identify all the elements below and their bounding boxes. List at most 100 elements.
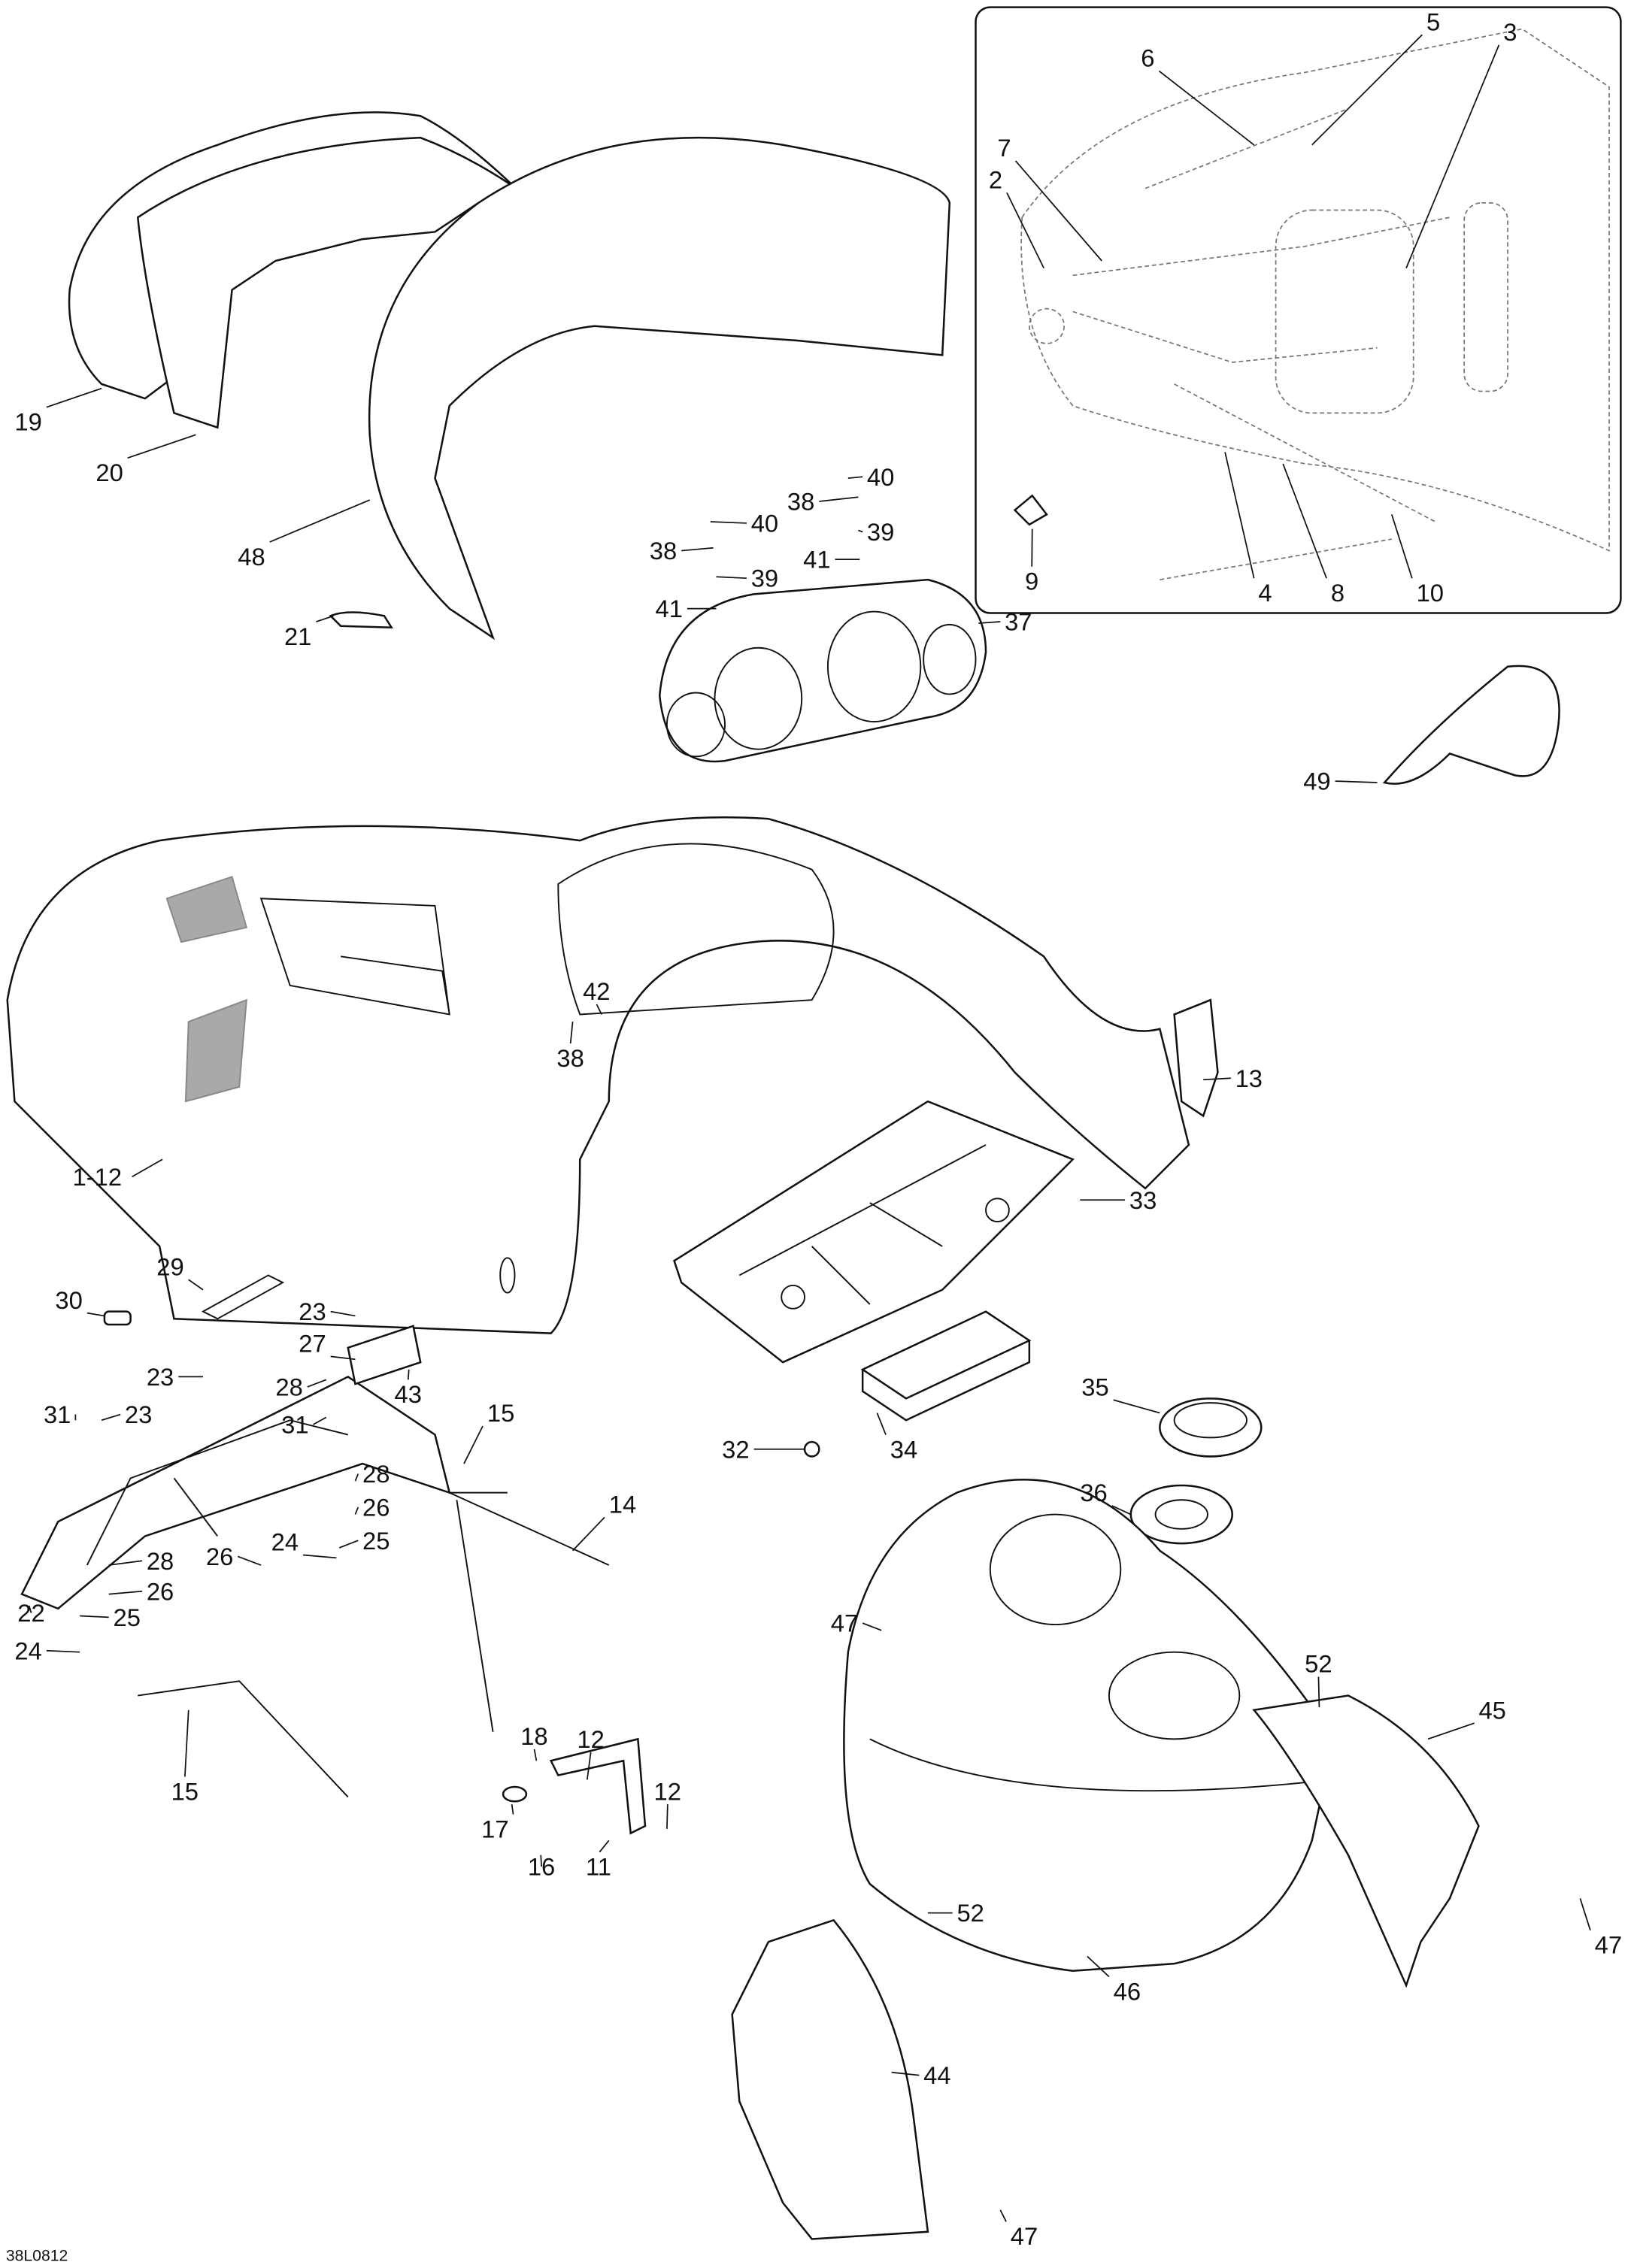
leader-line-34 [876,1413,887,1435]
bracket-43 [347,1325,422,1385]
callout-28: 28 [362,1460,390,1488]
leader-line-12 [587,1752,592,1780]
o-ring-17 [502,1785,528,1803]
leader-line-21 [316,615,334,622]
leader-line-52 [1317,1676,1320,1707]
sleeve-30 [103,1310,132,1326]
leader-line-22 [28,1605,32,1613]
callout-19: 19 [14,408,41,436]
callout-15: 15 [171,1777,199,1805]
callout-7: 7 [997,134,1011,162]
leader-line-18 [533,1749,538,1761]
callout-48: 48 [238,543,265,571]
callout-12: 12 [577,1725,604,1753]
callout-46: 46 [1114,1977,1141,2005]
leader-line-47 [999,2209,1007,2222]
panel-48 [368,136,951,640]
handle-21 [329,611,393,629]
foam-34 [860,1310,1032,1422]
decal-inset-frame [975,6,1622,614]
leader-line-37 [978,621,1001,624]
callout-40: 40 [867,463,894,491]
leader-line-49 [1335,780,1378,783]
callout-31: 31 [281,1411,308,1439]
callout-34: 34 [890,1435,917,1463]
callout-24: 24 [14,1637,41,1664]
cable-14 [449,1491,610,1732]
lever-11 [549,1737,647,1835]
callout-27: 27 [299,1330,326,1358]
callout-30: 30 [55,1286,82,1314]
callout-22: 22 [17,1599,44,1627]
leader-line-38 [569,1022,574,1044]
callout-10: 10 [1417,579,1444,607]
callout-44: 44 [923,2061,950,2089]
callout-42: 42 [583,977,610,1005]
cap-35 [1159,1397,1263,1458]
callout-5: 5 [1426,8,1440,35]
tray-33 [673,1100,1075,1364]
callout-52: 52 [1305,1650,1332,1678]
leader-line-26 [237,1555,262,1566]
leader-line-6 [1158,70,1255,146]
callout-13: 13 [1235,1064,1263,1092]
callout-41: 41 [803,546,830,574]
leader-line-48 [269,499,371,543]
callout-47: 47 [1011,2222,1038,2250]
callout-33: 33 [1129,1186,1157,1214]
leader-line-28 [354,1473,359,1482]
leader-line-15 [184,1709,189,1777]
leader-line-26 [108,1590,143,1595]
callout-32: 32 [722,1435,749,1463]
windshield-49 [1382,665,1560,785]
side-panel-44 [731,1918,929,2240]
callout-26: 26 [362,1493,390,1521]
leader-line-25 [338,1540,359,1549]
leader-line-20 [127,434,196,459]
leader-line-28 [307,1379,327,1388]
callout-49: 49 [1303,768,1330,795]
leader-line-40 [710,521,747,524]
leader-line-15 [463,1425,484,1464]
leader-line-42 [596,1004,602,1015]
clip-part-9 [1013,494,1048,526]
callout-45: 45 [1478,1696,1505,1724]
leader-line-31 [313,1416,327,1425]
leader-line-28 [108,1560,143,1566]
rod-29 [201,1274,285,1320]
hood-vent-mesh-upper [165,876,248,943]
callout-40: 40 [751,510,778,537]
leader-line-23 [330,1310,356,1317]
callout-12: 12 [654,1777,681,1805]
leader-line-24 [302,1554,337,1559]
callout-14: 14 [609,1491,636,1519]
callout-28: 28 [275,1373,302,1400]
leader-line-25 [80,1615,109,1618]
callout-23: 23 [125,1400,152,1428]
bracket-13 [1173,998,1219,1118]
callout-43: 43 [394,1380,421,1408]
leader-line-1-12 [132,1158,163,1178]
callout-39: 39 [751,565,778,592]
callout-38: 38 [650,537,677,565]
leader-line-23 [101,1413,121,1422]
leader-line-8 [1282,463,1327,579]
callout-3: 3 [1503,18,1517,46]
leader-line-38 [681,547,714,552]
leader-line-2 [1006,192,1044,269]
callout-37: 37 [1005,608,1032,636]
leader-line-38 [819,496,859,502]
callout-11: 11 [586,1853,611,1881]
leader-line-35 [1113,1399,1160,1414]
callout-39: 39 [867,518,894,546]
leader-line-44 [891,2071,920,2076]
callout-18: 18 [520,1722,547,1750]
callout-47: 47 [1595,1931,1622,1959]
leader-line-12 [666,1804,668,1829]
callout-26: 26 [147,1577,174,1605]
console-46 [843,1479,1335,1973]
callout-35: 35 [1081,1373,1108,1400]
gauge-bezel-37 [659,578,987,763]
callout-4: 4 [1258,579,1272,607]
